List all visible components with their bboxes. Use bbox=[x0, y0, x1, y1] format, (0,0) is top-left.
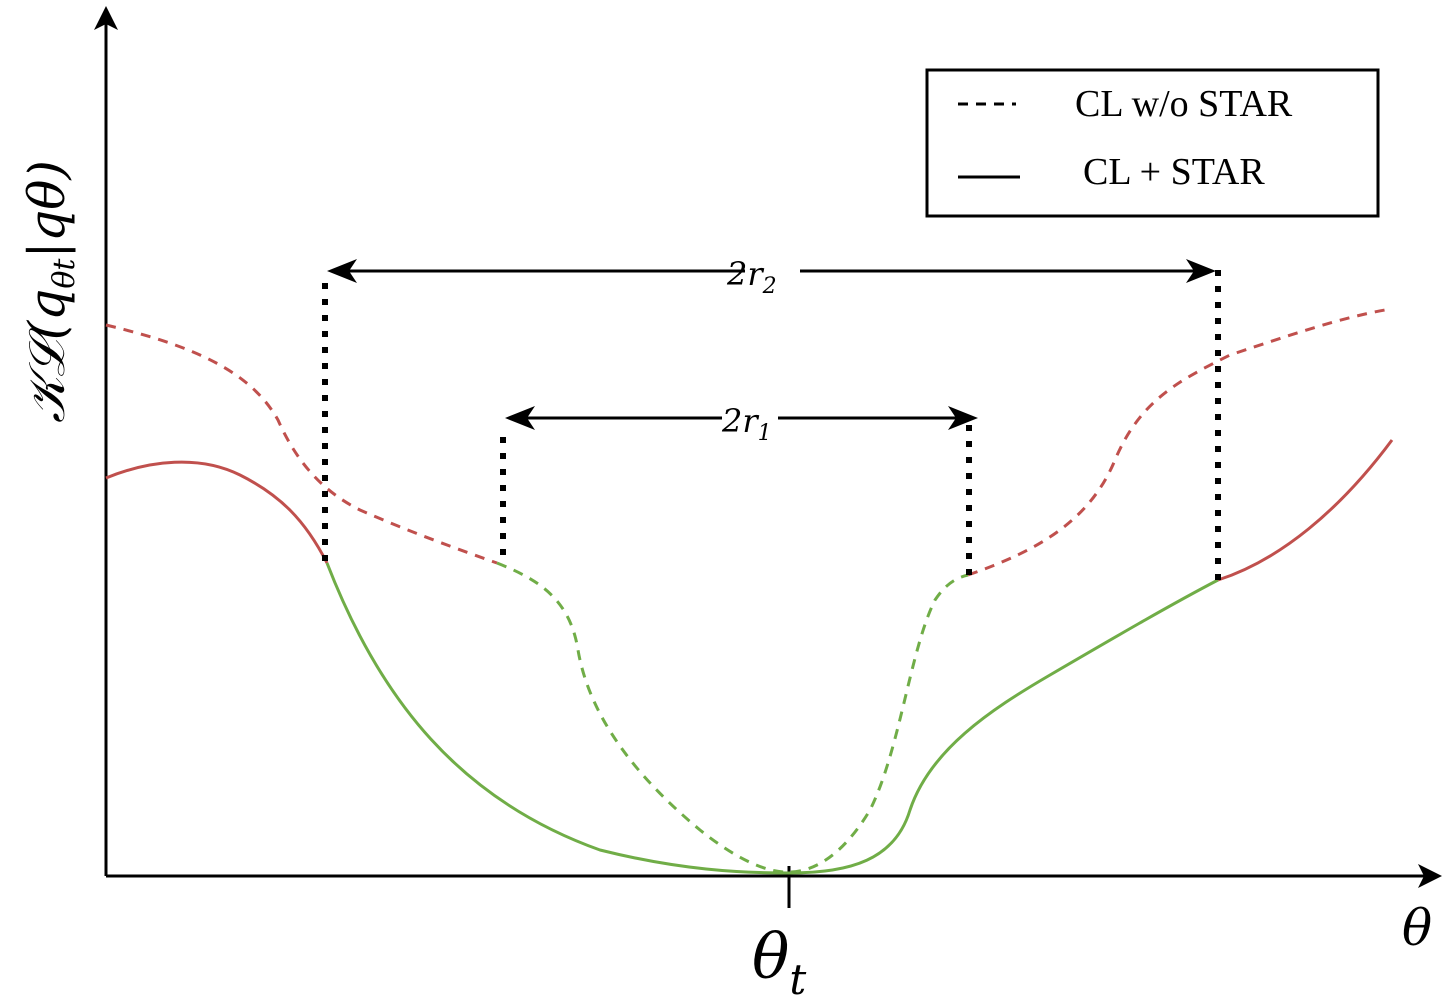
red-dashed-curve-right bbox=[967, 308, 1386, 577]
red-solid-curve-right bbox=[1217, 439, 1394, 582]
r1-label-sub: 1 bbox=[758, 421, 772, 446]
y-axis-label-sub: θt bbox=[47, 258, 82, 289]
y-axis-label: 𝒦ℒ(qθt|qθ) bbox=[18, 160, 82, 423]
legend-item-cl-without-star: CL w/o STAR bbox=[1075, 83, 1293, 125]
green-solid-curve bbox=[325, 562, 1219, 875]
green-dashed-curve bbox=[496, 561, 969, 874]
theta-t-label: θt bbox=[752, 920, 806, 998]
x-axis-label: θ bbox=[1402, 899, 1432, 957]
red-solid-curve-left bbox=[105, 460, 329, 564]
r2-label: 2r2 bbox=[726, 255, 777, 299]
legend-item-cl-plus-star: CL + STAR bbox=[1083, 151, 1265, 193]
r2-label-sub: 2 bbox=[762, 274, 777, 299]
red-dashed-curve-left bbox=[105, 323, 498, 565]
legend: CL w/o STAR CL + STAR bbox=[925, 68, 1380, 218]
r1-label: 2r1 bbox=[721, 402, 772, 446]
legend-box bbox=[925, 68, 1380, 218]
theta-t-label-sub: t bbox=[789, 955, 806, 998]
